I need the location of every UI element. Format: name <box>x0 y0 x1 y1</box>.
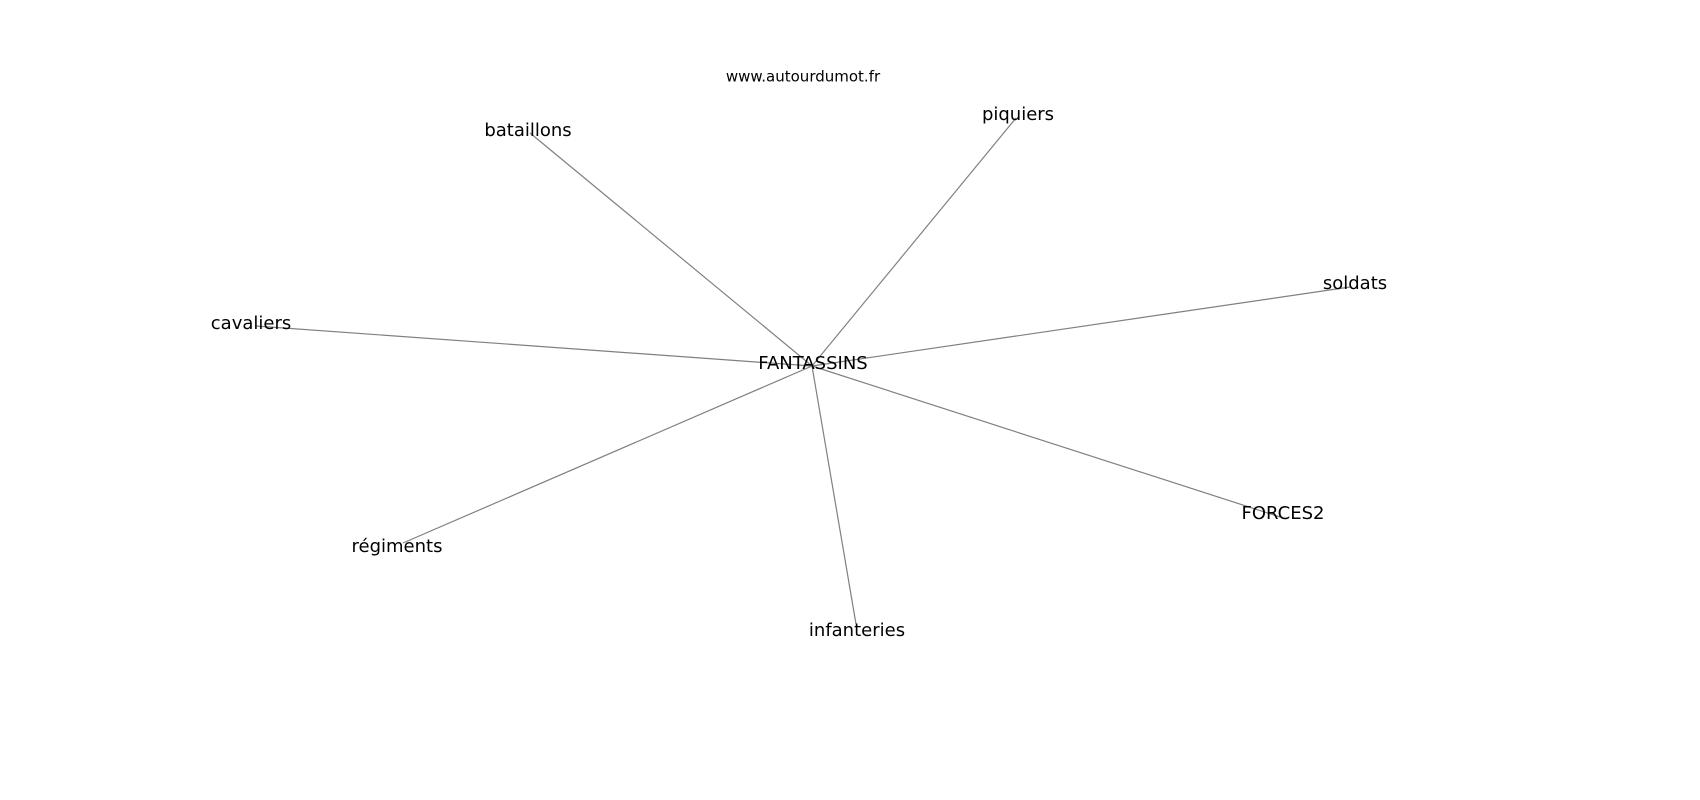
edge-regiments <box>402 365 813 544</box>
node-bataillons[interactable]: bataillons <box>484 120 571 141</box>
edge-bataillons <box>529 132 813 367</box>
node-cavaliers[interactable]: cavaliers <box>211 313 291 334</box>
node-center[interactable]: FANTASSINS <box>758 353 867 374</box>
edge-soldats <box>811 286 1351 367</box>
edge-cavaliers <box>255 325 813 367</box>
node-forces2[interactable]: FORCES2 <box>1242 503 1325 524</box>
node-soldats[interactable]: soldats <box>1323 273 1387 294</box>
node-regiments[interactable]: régiments <box>352 536 443 557</box>
node-infanteries[interactable]: infanteries <box>809 620 905 641</box>
site-title: www.autourdumot.fr <box>726 68 881 86</box>
edge-infanteries <box>811 365 857 625</box>
node-piquiers[interactable]: piquiers <box>982 104 1054 125</box>
edge-piquiers <box>811 117 1017 367</box>
edge-forces2 <box>811 365 1281 518</box>
